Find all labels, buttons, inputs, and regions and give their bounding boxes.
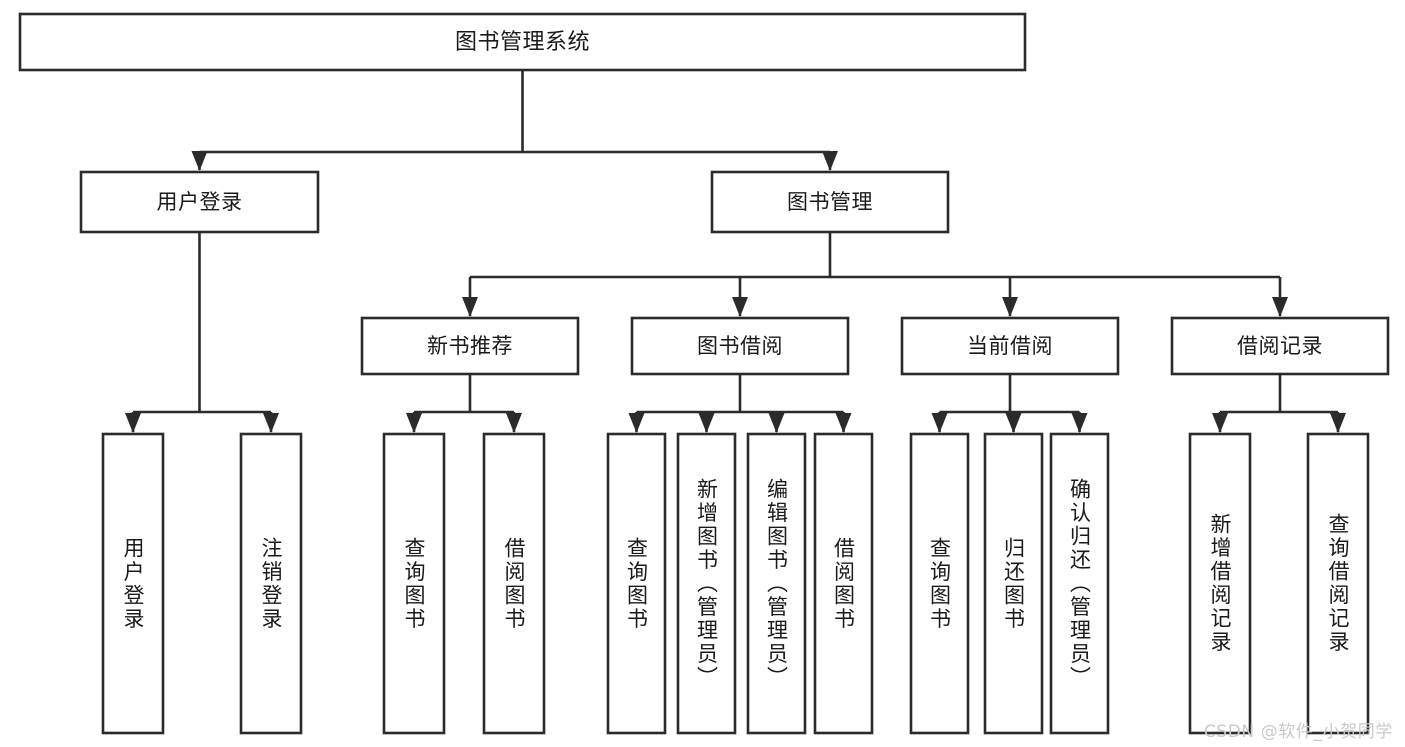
level3-node-3 [1170,316,1390,376]
level3-node-0 [360,316,580,376]
leaf-node-12 [1306,432,1370,735]
leaf-node-6 [746,432,807,735]
leaf-node-11 [1188,432,1252,735]
leaf-node-0 [101,432,165,735]
connector-layer [125,70,1346,433]
root-node-label: 图书管理系统 [455,30,590,55]
node-box-layer [18,12,1390,735]
level2-node-label-0: 用户登录 [157,190,243,214]
leaf-node-2 [382,432,446,735]
level3-node-label-0: 新书推荐 [427,334,513,358]
root-node [18,12,1027,72]
leaf-node-5 [676,432,737,735]
leaf-node-9 [983,432,1044,735]
leaf-node-3 [482,432,546,735]
leaf-node-4 [606,432,667,735]
level3-node-label-2: 当前借阅 [967,334,1053,358]
leaf-node-7 [813,432,874,735]
leaf-node-8 [909,432,970,735]
leaf-node-10 [1049,432,1110,735]
level3-node-label-1: 图书借阅 [697,334,783,358]
level3-node-2 [900,316,1120,376]
level3-node-1 [630,316,850,376]
level2-node-1 [710,170,950,234]
leaf-node-1 [239,432,303,735]
watermark: CSDN @软件_小贺同学 [1203,722,1393,742]
level2-node-0 [79,170,320,234]
level2-node-label-1: 图书管理 [787,190,873,214]
level3-node-label-3: 借阅记录 [1237,334,1323,358]
